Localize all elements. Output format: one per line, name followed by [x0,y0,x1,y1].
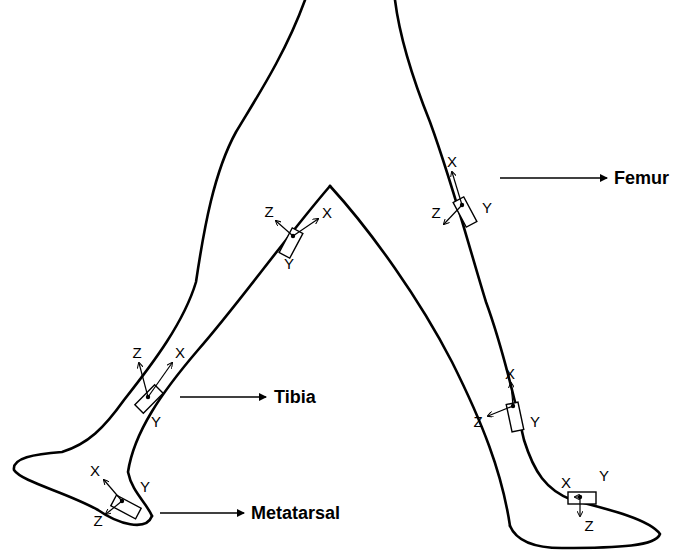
axis-label: Y [482,200,492,215]
bone-label: Tibia [274,388,316,406]
axis-label: Y [284,256,294,271]
axis-label: X [322,205,332,220]
sensor-dot [120,203,582,503]
axis-label: X [505,366,515,381]
axis-label: X [90,463,100,478]
bone-label: Metatarsal [251,504,340,522]
axis-label: Z [473,414,482,429]
axis-label: Z [584,518,593,533]
axis-label: Z [93,513,102,528]
leader-arrow [160,178,607,513]
axis-label: Z [132,345,141,360]
axis-label: X [447,154,457,169]
axis-label: Y [599,468,609,483]
axis-label: Z [264,204,273,219]
axis-label: X [175,345,185,360]
leg-outline [14,0,660,548]
sensor-box [111,197,596,519]
axis-arrow [104,172,580,516]
axis-label: Y [151,414,161,429]
axis-label: Y [140,479,150,494]
axis-label: X [561,475,571,490]
bone-label: Femur [614,169,669,187]
axis-label: Z [431,205,440,220]
axis-label: Y [530,414,540,429]
